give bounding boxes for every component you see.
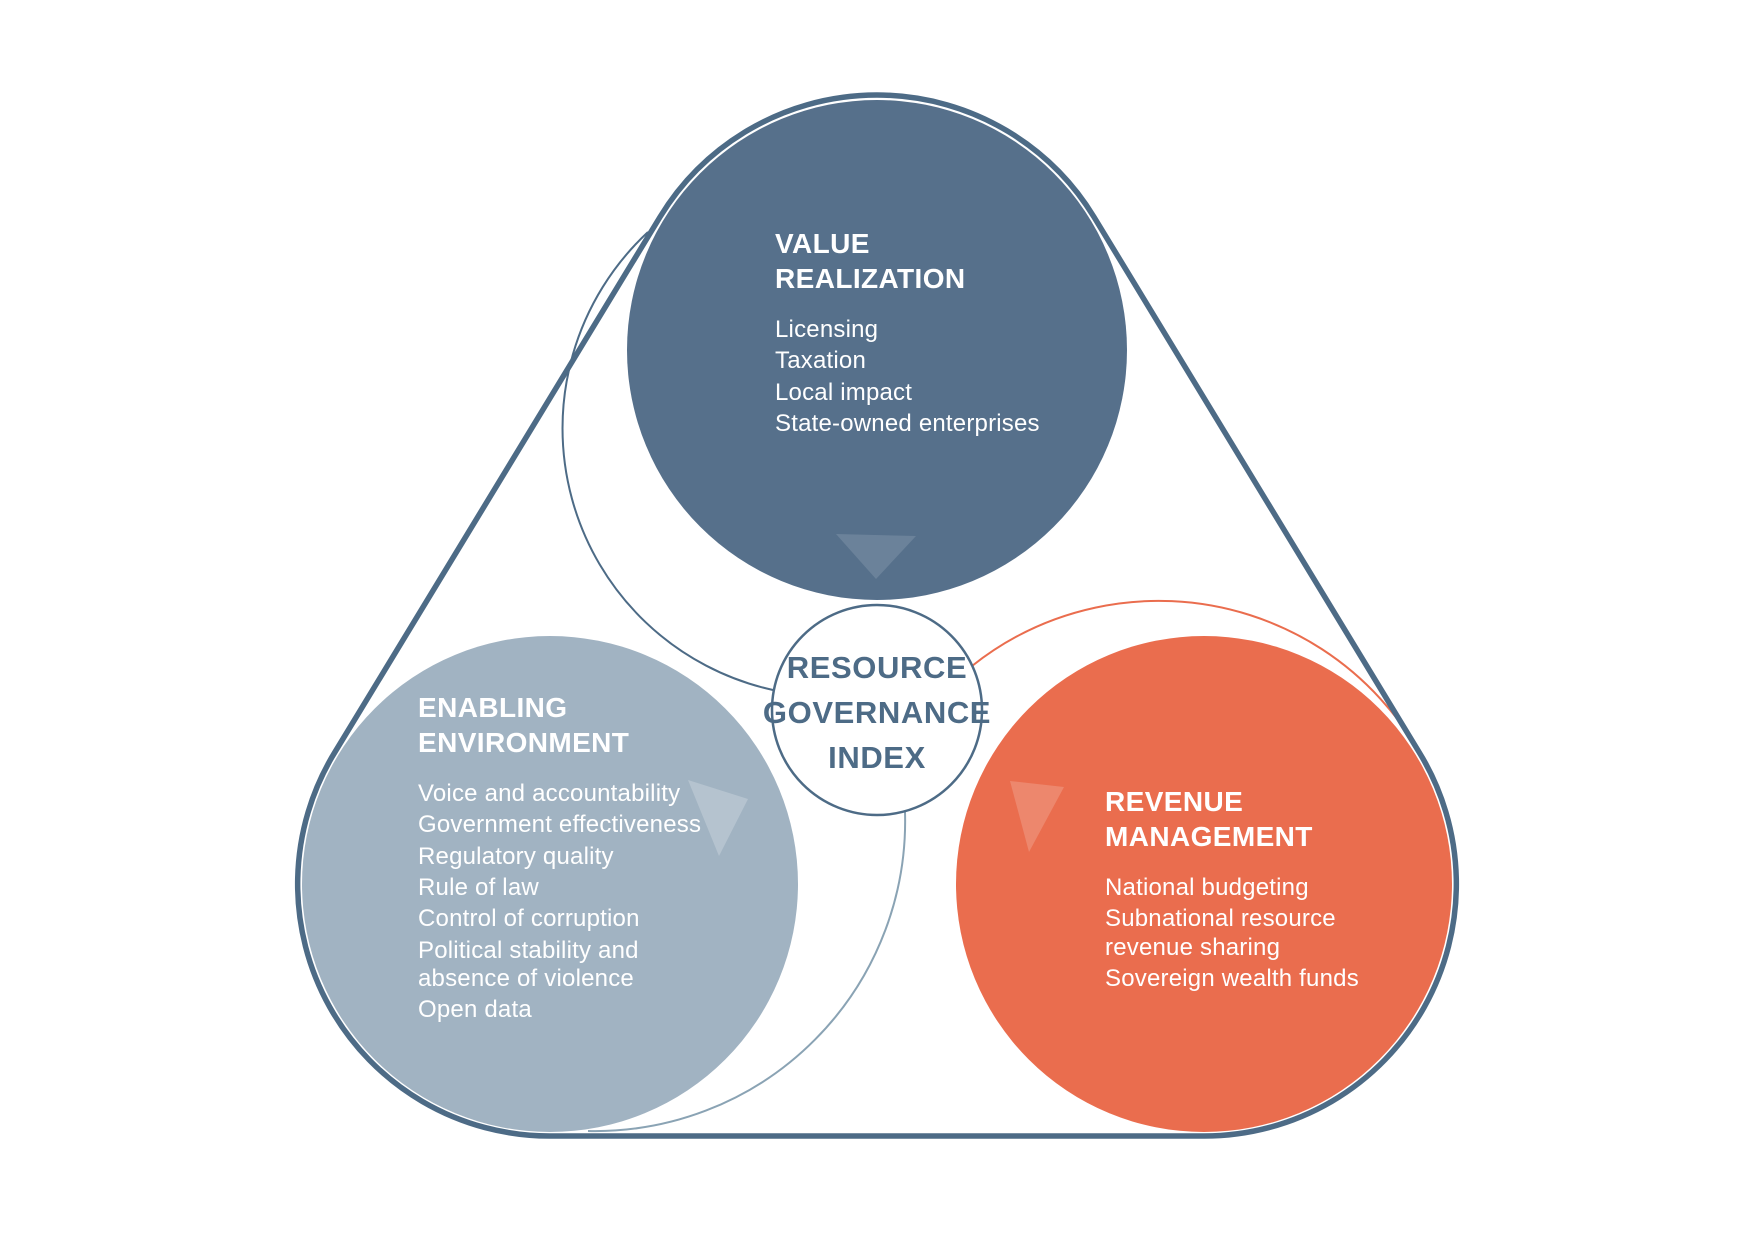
center-label-line: RESOURCE: [786, 649, 968, 685]
center-label-line: GOVERNANCE: [762, 694, 992, 730]
section-item: Political stability and absence of viole…: [418, 936, 639, 992]
value-realization-section: VALUE REALIZATION Licensing Taxation Loc…: [775, 226, 1115, 441]
center-circle: [770, 603, 984, 817]
section-item-list: Licensing Taxation Local impact State-ow…: [775, 316, 1115, 438]
chevron-down-left-icon: [1010, 781, 1064, 852]
section-item: Government effectiveness: [418, 811, 702, 839]
section-title-line: REALIZATION: [775, 263, 966, 294]
section-item: Licensing: [775, 316, 879, 343]
section-item: Taxation: [775, 347, 866, 375]
section-item: State-owned enterprises: [775, 409, 1040, 437]
value-realization-connector-arc: [561, 231, 774, 691]
section-title: REVENUE MANAGEMENT: [1105, 784, 1385, 854]
revenue-management-circle: [956, 636, 1452, 1132]
value-realization-circle: [627, 100, 1127, 600]
section-item: Subnational resource revenue sharing: [1105, 905, 1336, 961]
chevron-down-right-icon: [688, 780, 748, 856]
section-item: Control of corruption: [418, 905, 640, 933]
center-label: RESOURCE GOVERNANCE INDEX: [757, 644, 997, 780]
enabling-environment-circle: [302, 636, 798, 1132]
triangle-outline: [294, 92, 1460, 1139]
enabling-environment-section: ENABLING ENVIRONMENT Voice and accountab…: [418, 690, 728, 1028]
section-title-line: VALUE: [775, 228, 870, 259]
section-item: Open data: [418, 996, 532, 1024]
section-title-line: MANAGEMENT: [1105, 821, 1313, 852]
section-item: National budgeting: [1105, 874, 1309, 901]
center-label-line: INDEX: [828, 739, 926, 775]
section-item: Regulatory quality: [418, 842, 614, 870]
section-title-line: REVENUE: [1105, 786, 1244, 817]
chevron-down-icon: [836, 534, 916, 579]
section-item: Rule of law: [418, 873, 539, 901]
section-title: VALUE REALIZATION: [775, 226, 1115, 296]
enabling-environment-connector-arc: [587, 811, 907, 1133]
section-item: Local impact: [775, 378, 913, 406]
section-item: Sovereign wealth funds: [1105, 964, 1359, 992]
section-item: Voice and accountability: [418, 780, 681, 807]
revenue-management-section: REVENUE MANAGEMENT National budgeting Su…: [1105, 784, 1385, 996]
section-title-line: ENVIRONMENT: [418, 727, 630, 758]
section-title: ENABLING ENVIRONMENT: [418, 690, 728, 760]
section-item-list: Voice and accountability Government effe…: [418, 780, 728, 1025]
section-item-list: National budgeting Subnational resource …: [1105, 874, 1385, 993]
section-title-line: ENABLING: [418, 692, 568, 723]
